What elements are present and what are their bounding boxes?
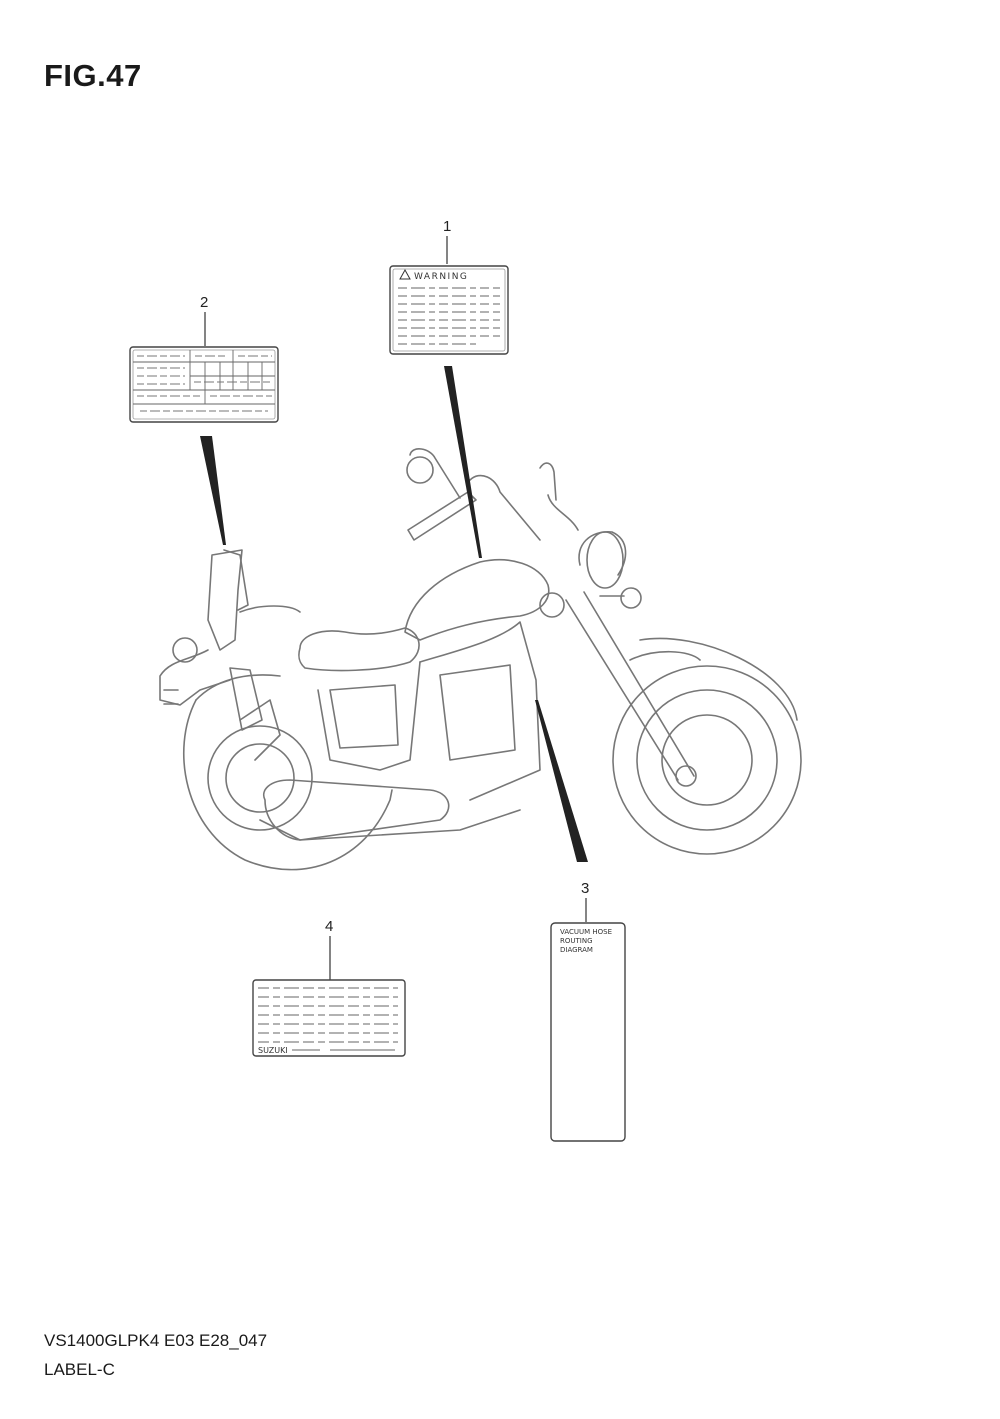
handlebar [406,448,579,541]
callout-number-3: 3 [581,880,589,897]
information-table-text-lines [137,355,272,412]
leader-lines [200,366,588,862]
warning-label: WARNING [389,265,509,355]
suzuki-label-text-lines [258,987,398,1043]
sissy-bar-rear-fender [159,549,263,731]
front-fork [539,531,697,787]
warning-label-text-lines [398,287,500,345]
rear-wheel [183,674,393,871]
suzuki-label: SUZUKI [252,979,406,1057]
information-table-grid [133,350,275,405]
callout-number-4: 4 [325,918,333,935]
callout-number-2: 2 [200,294,208,311]
vacuum-hose-label: VACUUM HOSE ROUTING DIAGRAM [550,922,626,1142]
seat [239,605,420,672]
leader-line-3 [535,700,588,862]
suzuki-brand-text: SUZUKI [258,1046,288,1055]
vacuum-hose-line-1: VACUUM HOSE [560,928,612,936]
callout-number-1: 1 [443,218,451,235]
motorcycle-outline [159,448,802,871]
leader-line-2 [200,436,226,545]
leader-line-1 [444,366,482,558]
figure-title: FIG.47 [44,58,142,93]
vacuum-hose-line-3: DIAGRAM [560,946,593,954]
section-name: LABEL-C [44,1360,115,1379]
warning-triangle-icon [399,268,411,280]
fuel-tank [404,558,550,641]
front-wheel [612,637,802,855]
frame-and-engine [239,621,541,841]
warning-label-heading: WARNING [414,272,468,282]
model-code: VS1400GLPK4 E03 E28_047 [44,1331,268,1350]
information-table-label [129,346,279,423]
vacuum-hose-line-2: ROUTING [560,937,593,945]
